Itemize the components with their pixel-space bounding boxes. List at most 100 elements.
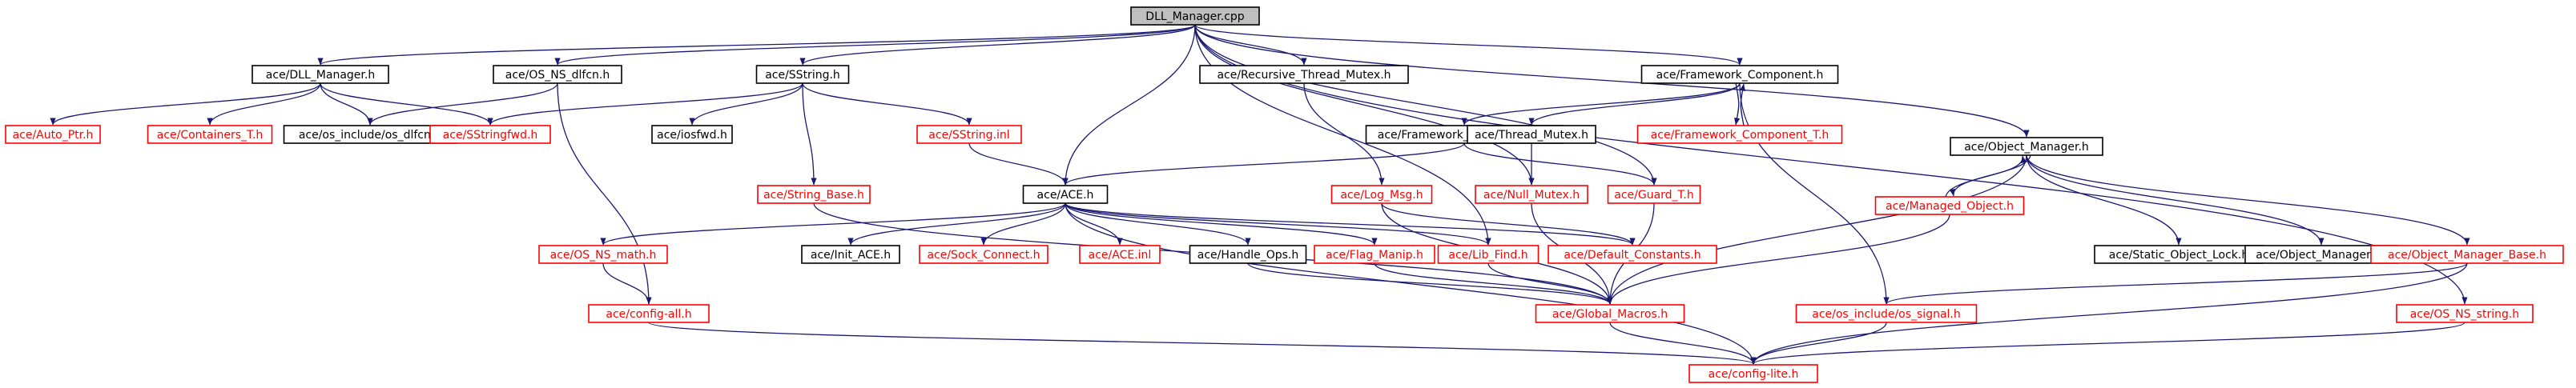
edge-dll_manager_h-to-containers_t_h — [207, 82, 321, 126]
edge-dll_manager_cpp-to-null_mutex_h — [1194, 24, 1535, 186]
node-box — [916, 125, 1022, 144]
edge-framework_component_h-to-thread_mutex_h — [1528, 82, 1741, 126]
node-flag_manip_h[interactable]: ace/Flag_Manip.h — [1314, 245, 1435, 264]
node-label: ace/Containers_T.h — [157, 129, 264, 142]
node-box — [1636, 125, 1843, 144]
node-label: ace/DLL_Manager.h — [266, 69, 375, 82]
edge-dll_manager_h-to-os_include_os_dlfcn_h — [320, 82, 373, 126]
node-ace_h[interactable]: ace/ACE.h — [1022, 185, 1109, 204]
edge-ace_h-to-ace_inl — [1065, 202, 1123, 246]
node-framework_component_h[interactable]: ace/Framework_Component.h — [1640, 65, 1839, 84]
edge-global_macros_h-to-config_lite_h — [1609, 322, 1757, 365]
node-label: ace/iosfwd.h — [657, 129, 727, 142]
node-dll_manager_h[interactable]: ace/DLL_Manager.h — [252, 65, 389, 84]
node-box — [1950, 137, 2103, 156]
node-object_manager_inl[interactable]: ace/Object_Manager.inl — [2244, 245, 2398, 264]
edge-framework_component_t_h-to-framework_component_h — [1739, 83, 1745, 126]
edge-handle_ops_h-to-global_macros_h — [1247, 262, 1613, 305]
edge-sstring_h-to-iosfwd_h — [689, 82, 803, 126]
node-box — [493, 65, 622, 84]
node-label: ace/config-lite.h — [1709, 368, 1799, 381]
edge-os_ns_math_h-to-config_all_h — [602, 262, 652, 305]
node-containers_t_h[interactable]: ace/Containers_T.h — [147, 125, 273, 144]
node-config_all_h[interactable]: ace/config-all.h — [588, 304, 710, 323]
node-log_msg_h[interactable]: ace/Log_Msg.h — [1330, 185, 1433, 204]
node-box — [1130, 6, 1260, 26]
node-label: ace/Handle_Ops.h — [1197, 249, 1299, 262]
node-sstring_h[interactable]: ace/SString.h — [755, 65, 850, 84]
node-auto_ptr_h[interactable]: ace/Auto_Ptr.h — [5, 125, 101, 144]
node-box — [2370, 245, 2564, 264]
node-label: ace/config-all.h — [606, 308, 691, 321]
node-box — [252, 65, 389, 84]
node-box — [651, 125, 733, 144]
node-os_ns_math_h[interactable]: ace/OS_NS_math.h — [538, 245, 668, 264]
node-box — [1688, 364, 1818, 383]
node-static_object_lock_h[interactable]: ace/Static_Object_Lock.h — [2094, 245, 2264, 264]
node-label: ace/String_Base.h — [763, 189, 864, 202]
node-default_constants_h[interactable]: ace/Default_Constants.h — [1548, 245, 1717, 264]
node-label: ace/Thread_Mutex.h — [1475, 129, 1588, 142]
edge-object_manager_base_h-to-os_include_os_signal_h — [1883, 262, 2468, 305]
node-label: ace/Global_Macros.h — [1552, 308, 1668, 321]
edge-dll_manager_cpp-to-object_manager_h — [1194, 24, 2030, 138]
node-box — [429, 125, 551, 144]
node-label: ace/Flag_Manip.h — [1326, 249, 1423, 262]
node-box — [147, 125, 273, 144]
node-managed_object_h[interactable]: ace/Managed_Object.h — [1874, 196, 2025, 215]
node-label: ace/Object_Manager.inl — [2256, 249, 2386, 262]
edge-dll_manager_cpp-to-ace_h — [1062, 24, 1196, 186]
edge-ace_h-to-os_ns_math_h — [600, 202, 1066, 246]
edge-managed_object_h-to-global_macros_h — [1607, 214, 1950, 305]
edge-ace_h-to-lib_find_h — [1065, 202, 1491, 246]
node-object_manager_h[interactable]: ace/Object_Manager.h — [1950, 137, 2103, 156]
node-box — [1535, 304, 1685, 323]
node-box — [1795, 304, 1978, 323]
edge-dll_manager_cpp-to-os_ns_dlfcn_h — [554, 24, 1196, 66]
edge-sstring_inl-to-ace_h — [968, 142, 1069, 186]
node-box — [1314, 245, 1435, 264]
node-os_include_os_dlfcn_h[interactable]: ace/os_include/os_dlfcn.h — [283, 125, 457, 144]
node-sstringfwd_h[interactable]: ace/SStringfwd.h — [429, 125, 551, 144]
edge-os_ns_dlfcn_h-to-config_all_h — [557, 82, 652, 305]
node-box — [801, 245, 900, 264]
node-box — [755, 65, 850, 84]
node-handle_ops_h[interactable]: ace/Handle_Ops.h — [1189, 245, 1307, 264]
node-label: ace/Default_Constants.h — [1564, 249, 1701, 262]
node-config_lite_h[interactable]: ace/config-lite.h — [1688, 364, 1818, 383]
node-box — [1022, 185, 1109, 204]
edge-framework_component_h-to-os_include_os_signal_h — [1739, 82, 1890, 305]
node-label: ace/OS_NS_dlfcn.h — [505, 69, 610, 82]
node-box — [757, 185, 871, 204]
node-label: ace/Guard_T.h — [1614, 189, 1694, 202]
node-framework_component_t_h[interactable]: ace/Framework_Component_T.h — [1636, 125, 1843, 144]
node-sstring_inl[interactable]: ace/SString.inl — [916, 125, 1022, 144]
edge-object_manager_h-to-static_object_lock_h — [2026, 154, 2182, 246]
node-box — [1467, 125, 1596, 144]
node-recursive_thread_mutex_h[interactable]: ace/Recursive_Thread_Mutex.h — [1199, 65, 1409, 84]
node-os_ns_dlfcn_h[interactable]: ace/OS_NS_dlfcn.h — [493, 65, 622, 84]
node-ace_inl[interactable]: ace/ACE.inl — [1079, 245, 1161, 264]
node-os_ns_string_h[interactable]: ace/OS_NS_string.h — [2396, 304, 2534, 323]
edge-object_manager_h-to-object_manager_inl — [2026, 154, 2324, 246]
node-string_base_h[interactable]: ace/String_Base.h — [757, 185, 871, 204]
node-label: ace/Framework_Component.h — [1656, 69, 1824, 82]
node-guard_t_h[interactable]: ace/Guard_T.h — [1607, 185, 1701, 204]
edge-dll_manager_cpp-to-sstring_h — [799, 24, 1196, 66]
node-sock_connect_h[interactable]: ace/Sock_Connect.h — [919, 245, 1049, 264]
node-lib_find_h[interactable]: ace/Lib_Find.h — [1437, 245, 1540, 264]
node-thread_mutex_h[interactable]: ace/Thread_Mutex.h — [1467, 125, 1596, 144]
node-iosfwd_h[interactable]: ace/iosfwd.h — [651, 125, 733, 144]
node-null_mutex_h[interactable]: ace/Null_Mutex.h — [1475, 185, 1588, 204]
node-label: ace/OS_NS_math.h — [550, 249, 657, 262]
node-label: ace/ACE.inl — [1089, 249, 1152, 262]
node-global_macros_h[interactable]: ace/Global_Macros.h — [1535, 304, 1685, 323]
node-box — [5, 125, 101, 144]
node-init_ace_h[interactable]: ace/Init_ACE.h — [801, 245, 900, 264]
edge-lib_find_h-to-global_macros_h — [1487, 262, 1613, 305]
node-os_include_os_signal_h[interactable]: ace/os_include/os_signal.h — [1795, 304, 1978, 323]
node-object_manager_base_h[interactable]: ace/Object_Manager_Base.h — [2370, 245, 2564, 264]
edge-dll_manager_cpp-to-recursive_thread_mutex_h — [1194, 24, 1307, 66]
node-label: ace/Null_Mutex.h — [1483, 189, 1580, 202]
